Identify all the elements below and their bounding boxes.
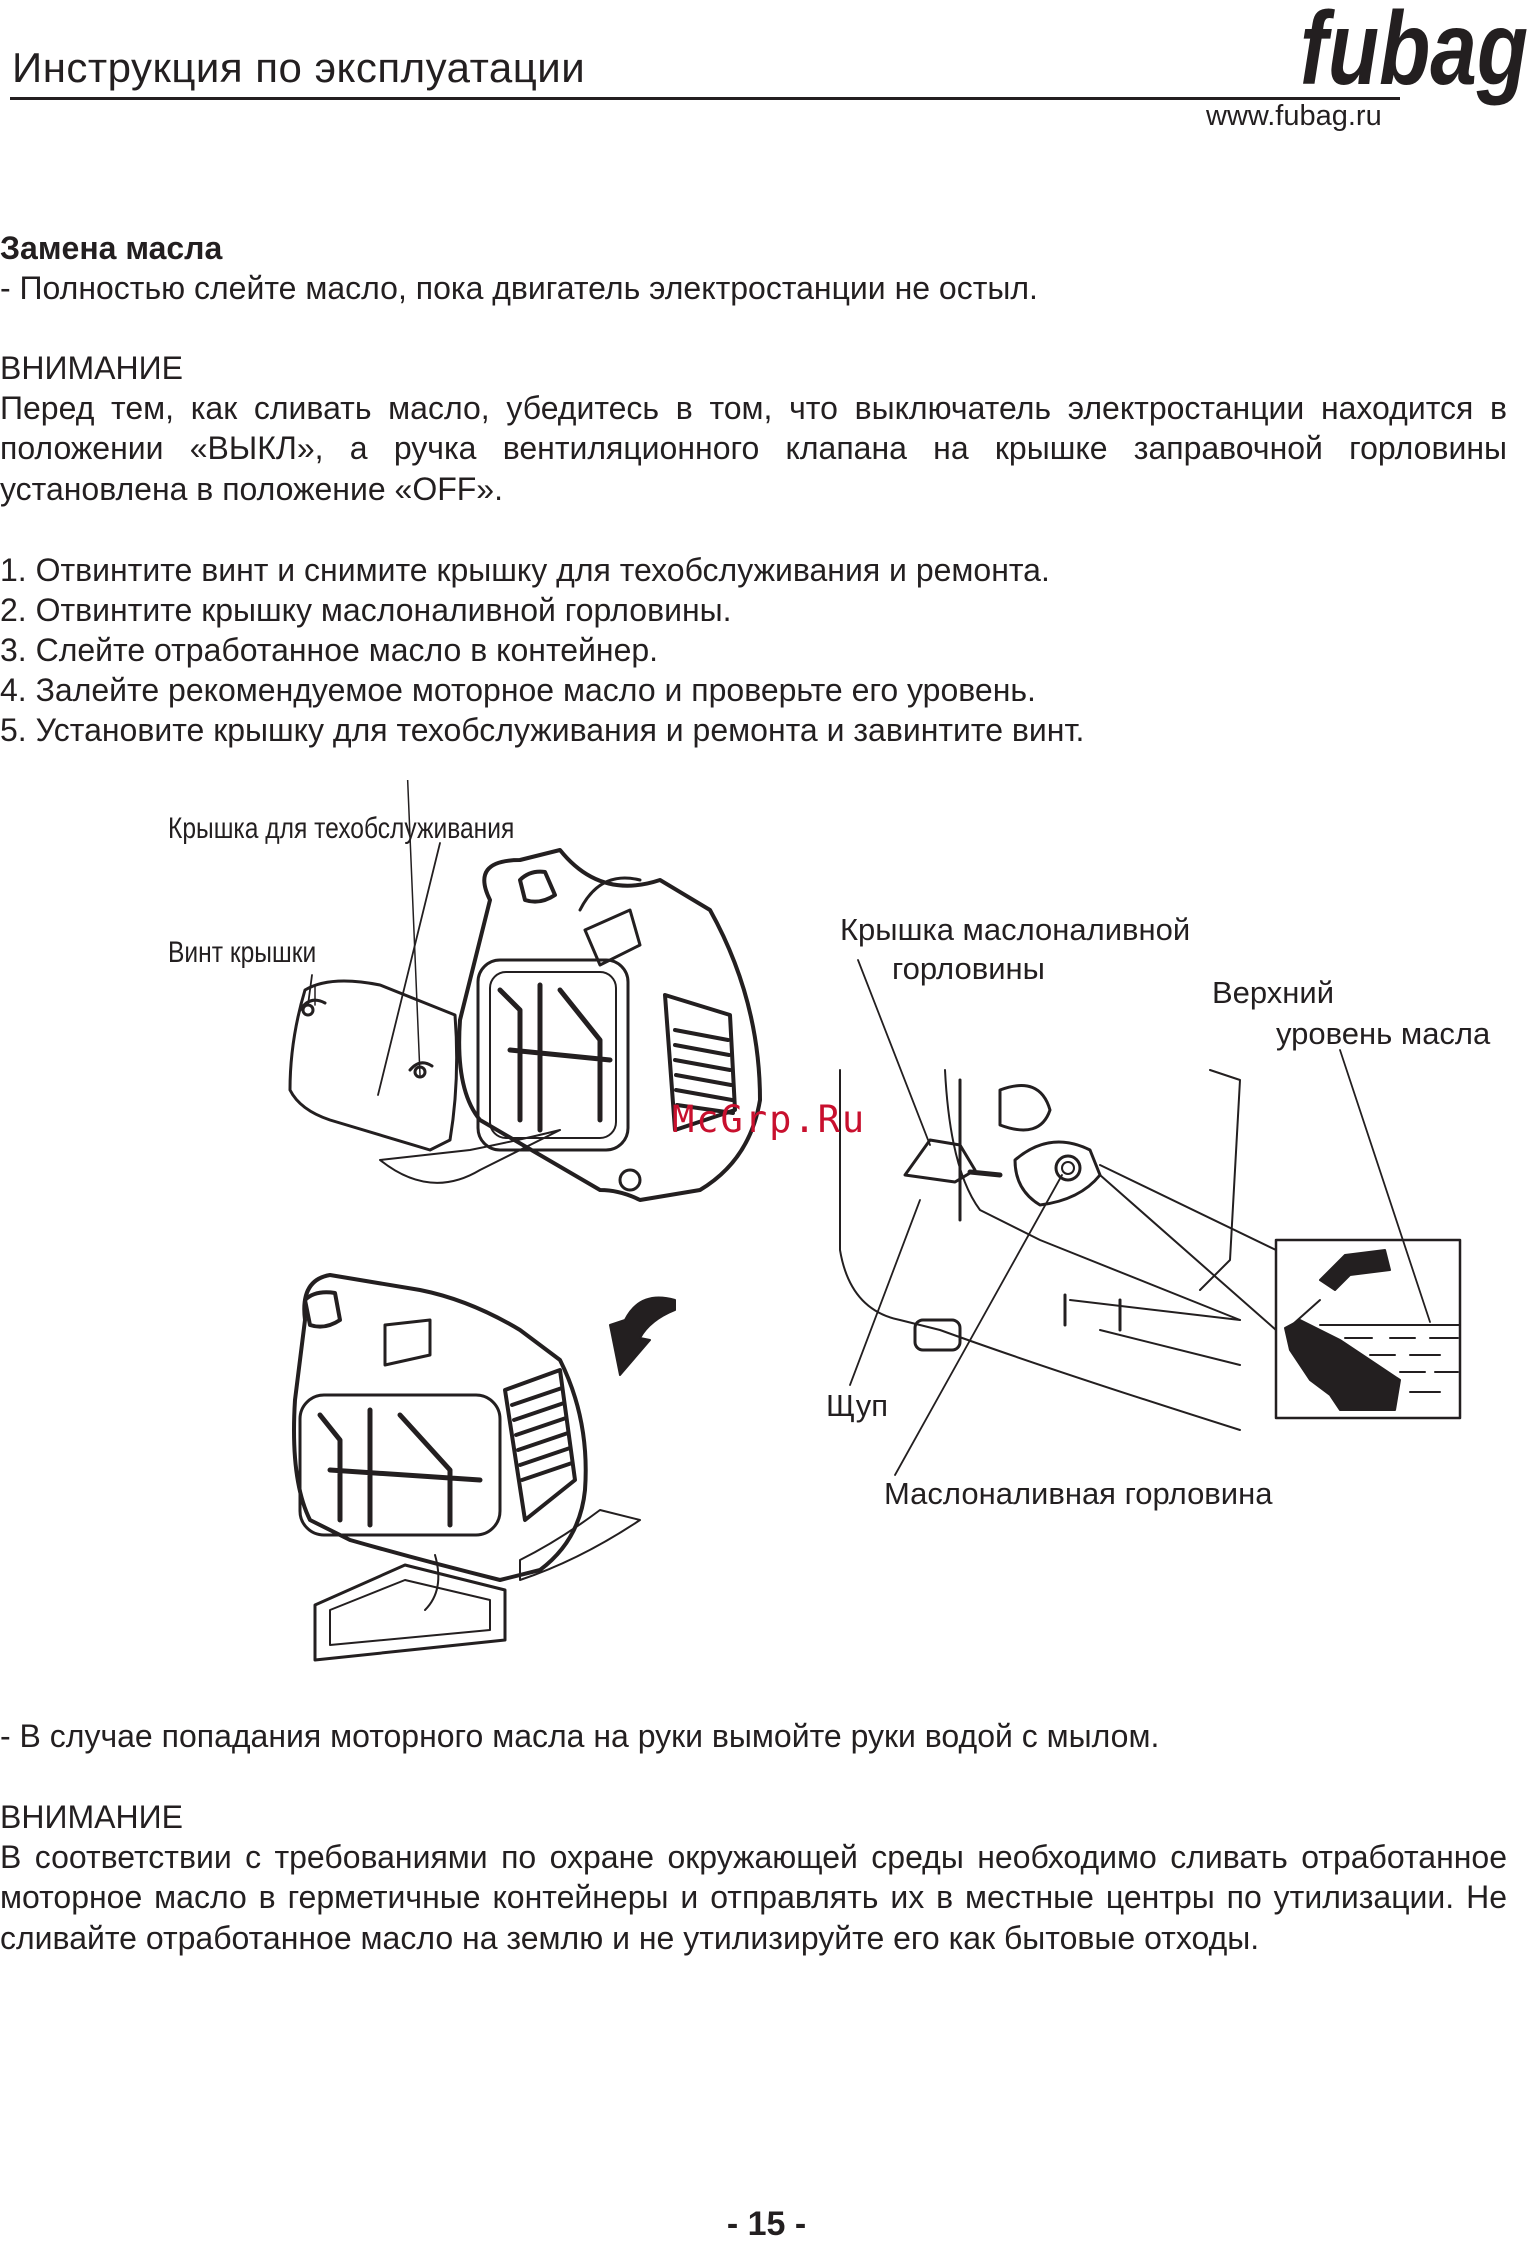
warning-title: ВНИМАНИЕ [0, 350, 183, 386]
step-5: 5. Установите крышку для техобслуживания… [0, 712, 1085, 748]
label-upper-level-line1: Верхний [1212, 975, 1335, 1010]
warning-text: Перед тем, как сливать масло, убедитесь … [0, 390, 1507, 507]
oil-change-figure: Крышка для техобслуживания Винт крышки К… [0, 780, 1533, 1680]
illustration [288, 780, 1462, 1662]
intro-text: - Полностью слейте масло, пока двигатель… [0, 270, 1038, 306]
step-2: 2. Отвинтите крышку маслоналивной горлов… [0, 592, 732, 628]
label-upper-level-line2: уровень масла [1276, 1016, 1491, 1051]
generator-drain-illustration [292, 1273, 676, 1662]
fubag-logo: fubag [1300, 4, 1528, 107]
warning-title-2: ВНИМАНИЕ [0, 1799, 183, 1835]
document-title: Инструкция по эксплуатации [12, 44, 586, 91]
filler-closeup-illustration [839, 1069, 1462, 1431]
header-rule [10, 97, 1400, 100]
section-heading: Замена масла [0, 230, 223, 266]
watermark: McGrp.Ru [672, 1098, 867, 1141]
leader-lines-upper [307, 842, 441, 1096]
label-filler-neck: Маслоналивная горловина [884, 1476, 1273, 1511]
note-text: - В случае попадания моторного масла на … [0, 1718, 1160, 1754]
step-3: 3. Слейте отработанное масло в контейнер… [0, 632, 659, 668]
label-dipstick: Щуп [826, 1388, 889, 1423]
label-maintenance-cover: Крышка для техобслуживания [168, 812, 515, 845]
step-4: 4. Залейте рекомендуемое моторное масло … [0, 672, 1036, 708]
warning-text-2: В соответствии с требованиями по охране … [0, 1839, 1507, 1956]
label-filler-cap-line1: Крышка маслоналивной [840, 912, 1191, 947]
step-1: 1. Отвинтите винт и снимите крышку для т… [0, 552, 1050, 588]
website-url: www.fubag.ru [1206, 100, 1382, 132]
label-cover-screw: Винт крышки [168, 936, 317, 969]
generator-open-illustration [288, 780, 762, 1202]
logo-text: fubag [1300, 4, 1528, 107]
page-number: - 15 - [726, 2205, 807, 2243]
leader-lines-right [849, 959, 1431, 1476]
label-filler-cap-line2: горловины [892, 951, 1045, 986]
